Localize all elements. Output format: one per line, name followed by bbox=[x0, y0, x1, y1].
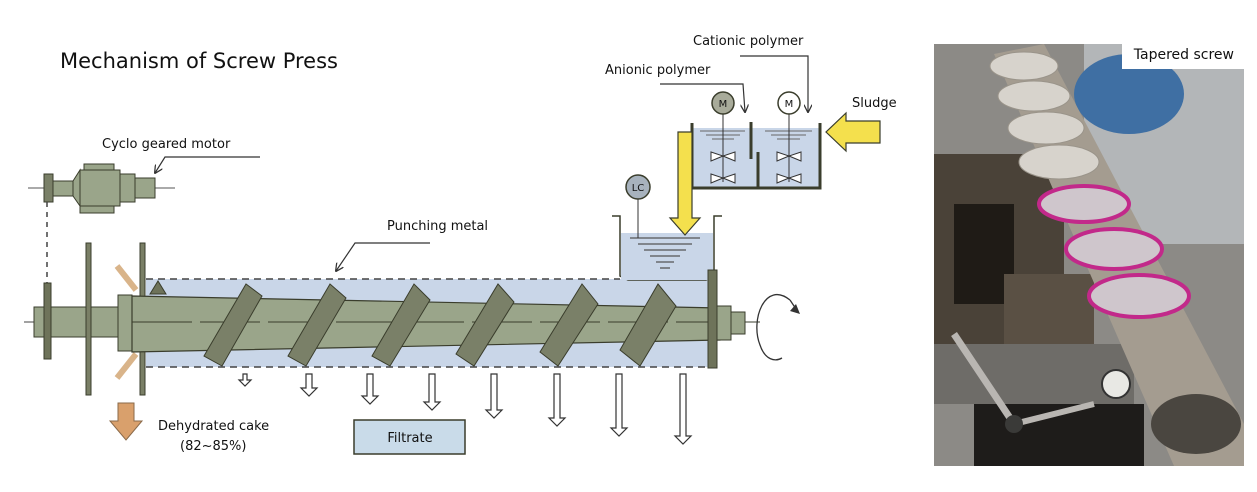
screw-flights bbox=[149, 280, 677, 367]
feed-hopper bbox=[612, 215, 722, 281]
level-controller: LC bbox=[625, 174, 651, 238]
cationic-polymer-label: Cationic polymer bbox=[693, 34, 804, 49]
filtrate-box bbox=[353, 419, 466, 455]
diagram-title: Mechanism of Screw Press bbox=[60, 49, 338, 73]
sludge-inlet-arrow bbox=[825, 111, 881, 153]
cake-label: Dehydrated cake bbox=[158, 419, 269, 434]
screw-press-diagram: Mechanism of Screw Press Cyclo geared mo… bbox=[24, 34, 897, 455]
filtrate-label: Filtrate bbox=[387, 431, 432, 446]
flocculation-tank: M M bbox=[690, 91, 822, 190]
anionic-polymer-label: Anionic polymer bbox=[605, 63, 711, 78]
photo-illustration bbox=[934, 44, 1244, 466]
tapered-screw-photo: Tapered screw bbox=[934, 44, 1244, 466]
mixer-motor-1-label: M bbox=[719, 99, 728, 110]
mixer-motor-2-label: M bbox=[785, 99, 794, 110]
punching-metal-label: Punching metal bbox=[387, 219, 488, 234]
cyclo-geared-motor bbox=[28, 163, 175, 285]
motor-label: Cyclo geared motor bbox=[102, 137, 231, 152]
sludge-label: Sludge bbox=[852, 96, 897, 111]
sludge-transfer-pipe bbox=[668, 131, 702, 236]
discharge-end bbox=[707, 269, 800, 369]
photo-caption: Tapered screw bbox=[1121, 44, 1244, 69]
lc-label: LC bbox=[632, 183, 645, 194]
cake-moisture-label: (82~85%) bbox=[180, 439, 246, 454]
cake-discharge-arrow bbox=[108, 402, 144, 441]
filtrate-arrows bbox=[237, 373, 693, 445]
